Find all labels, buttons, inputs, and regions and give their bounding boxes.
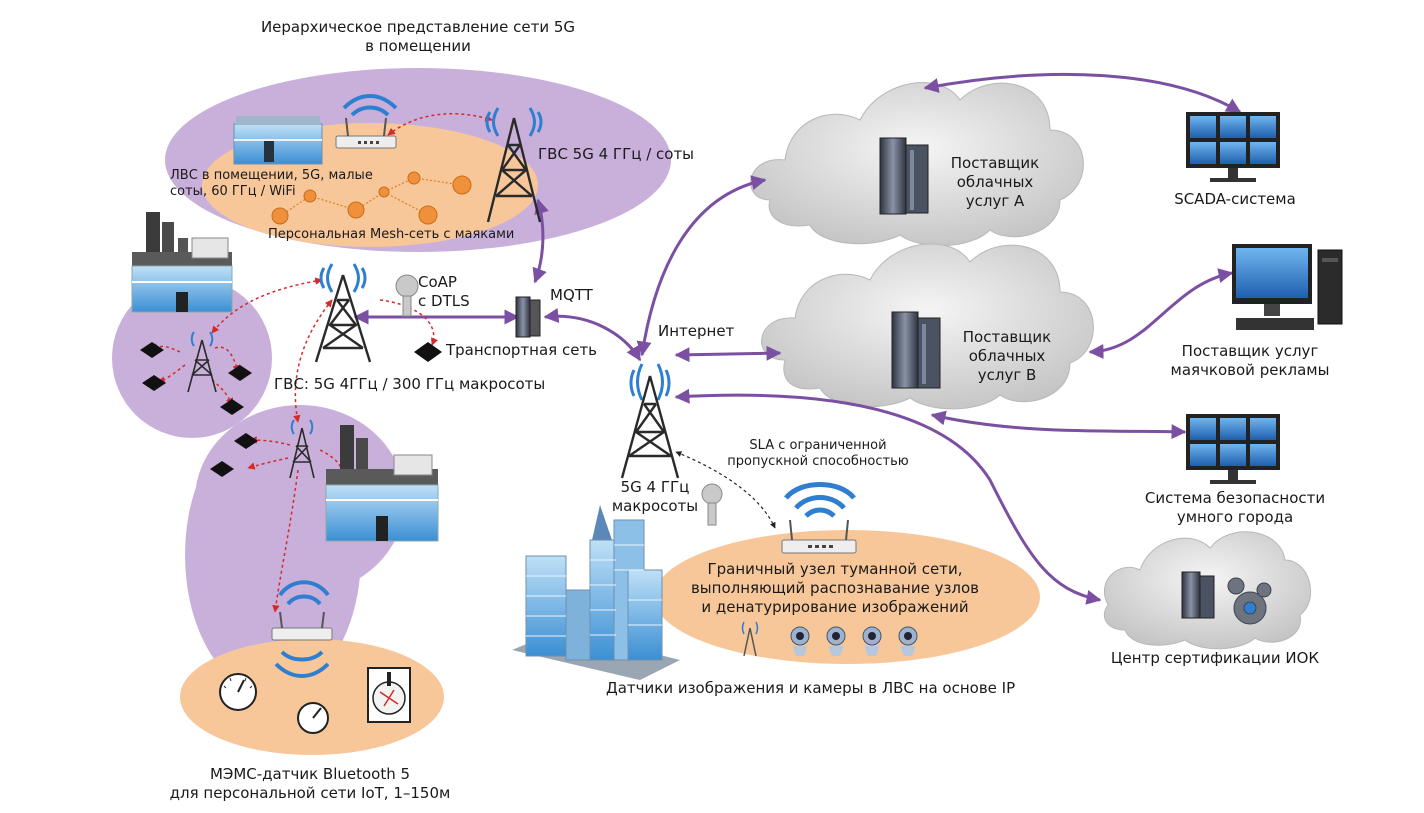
camera-icon xyxy=(826,626,846,656)
factory-icon xyxy=(325,425,439,542)
office-building-icon xyxy=(233,116,323,165)
cell-tower-icon xyxy=(289,419,315,479)
sla-label: SLA с ограниченной пропускной способност… xyxy=(727,438,909,469)
indoor-lan-label: ЛВС в помещении, 5G, малые соты, 60 ГГц … xyxy=(170,168,373,199)
monitor-wall-icon xyxy=(1186,112,1280,182)
key-icon xyxy=(701,483,723,526)
key-icon xyxy=(395,274,419,317)
cell-tower-icon xyxy=(314,263,372,363)
beacon-node-icon xyxy=(271,171,472,225)
server-icon xyxy=(891,311,941,389)
sensor-gauge-icon xyxy=(297,702,329,734)
internet-label: Интернет xyxy=(658,322,735,340)
mini-antenna-icon xyxy=(741,621,759,657)
cell-tower-icon xyxy=(620,363,680,479)
skyscraper-icon xyxy=(512,505,680,680)
server-icon xyxy=(1181,571,1215,619)
indoor-hierarchy-title: Иерархическое представление сети 5G в по… xyxy=(260,18,576,55)
wan-macro-label: ГВС: 5G 4ГГц / 300 ГГц макросоты xyxy=(274,375,546,393)
cloud-b-label: Поставщик облачных услуг B xyxy=(962,328,1052,384)
cell-tower-icon xyxy=(187,331,217,393)
wifi-router-icon xyxy=(335,94,398,149)
camera-icon xyxy=(862,626,882,656)
coap-dtls-label: CoAP с DTLS xyxy=(418,273,470,310)
city-security-label: Система безопасности умного города xyxy=(1144,489,1326,526)
wifi-router-icon xyxy=(781,482,857,554)
cloud-a-label: Поставщик облачных услуг A xyxy=(950,154,1040,210)
server-icon xyxy=(515,296,541,338)
personal-mesh-label: Персональная Mesh-сеть с маяками xyxy=(268,227,515,242)
beacon-tile-icon xyxy=(140,342,442,477)
factory-icon xyxy=(131,212,233,313)
pki-label: Центр сертификации ИОК xyxy=(1110,649,1320,667)
fog-node-label: Граничный узел туманной сети, выполняющи… xyxy=(690,560,980,616)
mqtt-label: MQTT xyxy=(550,286,593,304)
camera-icon xyxy=(898,626,918,656)
wan-5g-cells-label: ГВС 5G 4 ГГц / соты xyxy=(538,145,695,163)
beacon-ads-label: Поставщик услуг маячковой рекламы xyxy=(1170,342,1330,379)
sensor-gauge-icon xyxy=(219,673,257,711)
cell-tower-icon xyxy=(485,107,543,223)
transport-network-label: Транспортная сеть xyxy=(446,341,598,359)
wifi-router-icon xyxy=(271,580,333,678)
server-icon xyxy=(879,137,929,215)
macro-5g-label: 5G 4 ГГц макросоты xyxy=(611,478,699,515)
camera-icon xyxy=(790,626,810,656)
desktop-pc-icon xyxy=(1232,244,1343,330)
monitor-wall-icon xyxy=(1186,414,1280,484)
cameras-label: Датчики изображения и камеры в ЛВС на ос… xyxy=(606,679,1016,697)
scada-label: SCADA-система xyxy=(1174,190,1296,208)
sensor-disk-icon xyxy=(367,667,411,723)
gear-icon xyxy=(1227,577,1272,625)
mems-label: МЭМС-датчик Bluetooth 5 для персональной… xyxy=(169,765,451,802)
